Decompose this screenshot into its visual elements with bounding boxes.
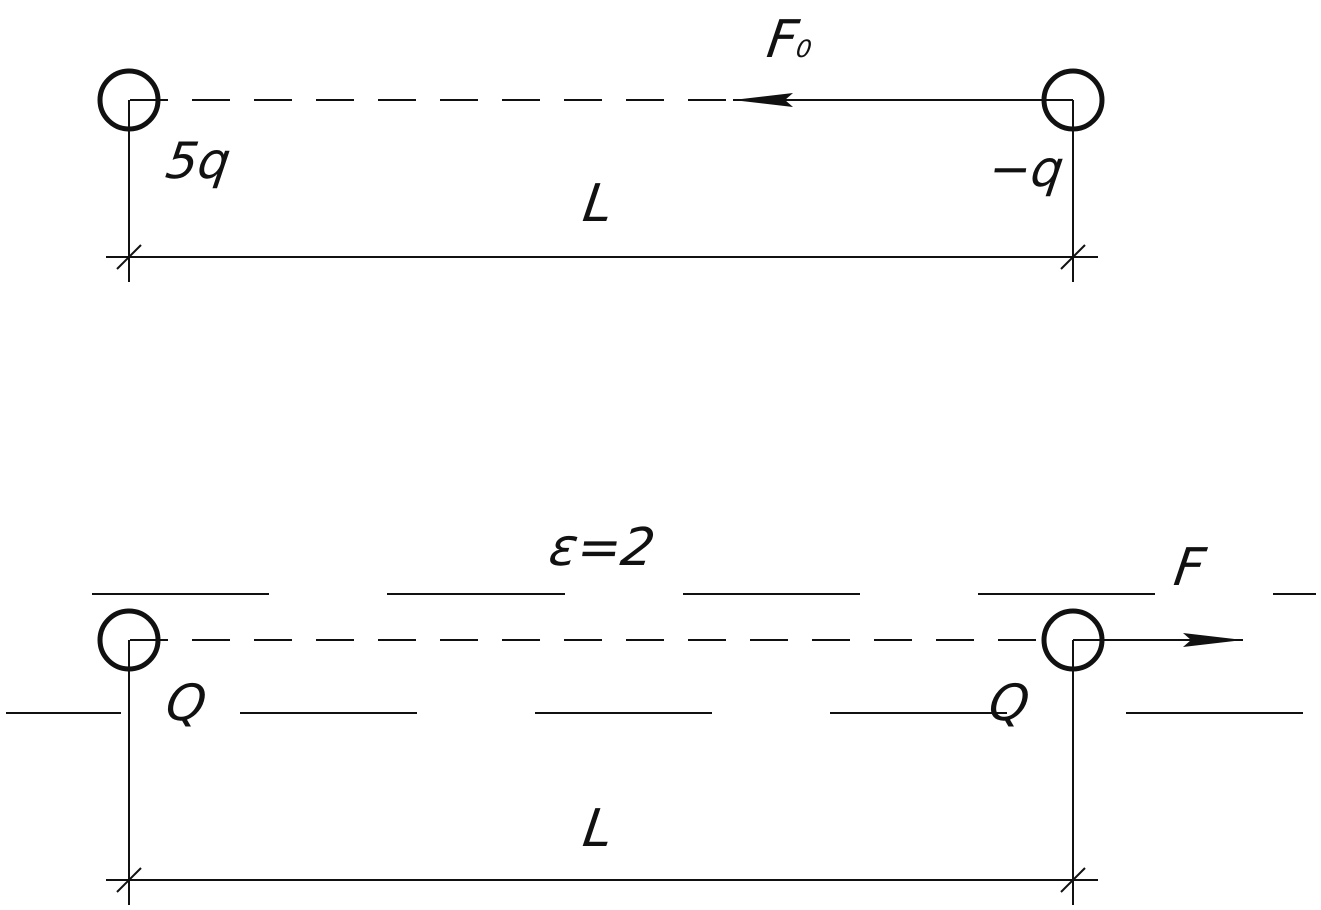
dielectric-constant-label: ε=2 — [545, 518, 659, 578]
top-right-charge-circle — [1041, 68, 1105, 132]
bottom-left-tick — [116, 867, 142, 893]
bottom-left-charge-circle — [97, 608, 161, 672]
bottom-right-charge-circle — [1041, 608, 1105, 672]
top-force-label: F0 — [763, 10, 817, 70]
top-left-charge-label: 5q — [162, 132, 235, 190]
top-scene — [97, 68, 1105, 282]
bottom-left-charge-label: Q — [162, 674, 210, 732]
top-right-charge-label: −q — [985, 140, 1068, 198]
top-left-tick — [116, 244, 142, 270]
bottom-scene — [6, 593, 1316, 905]
bottom-right-tick — [1060, 867, 1086, 893]
bottom-right-charge-label: Q — [985, 674, 1033, 732]
dielectric-medium-lines — [6, 593, 1316, 714]
top-left-charge-circle — [97, 68, 161, 132]
top-right-tick — [1060, 244, 1086, 270]
